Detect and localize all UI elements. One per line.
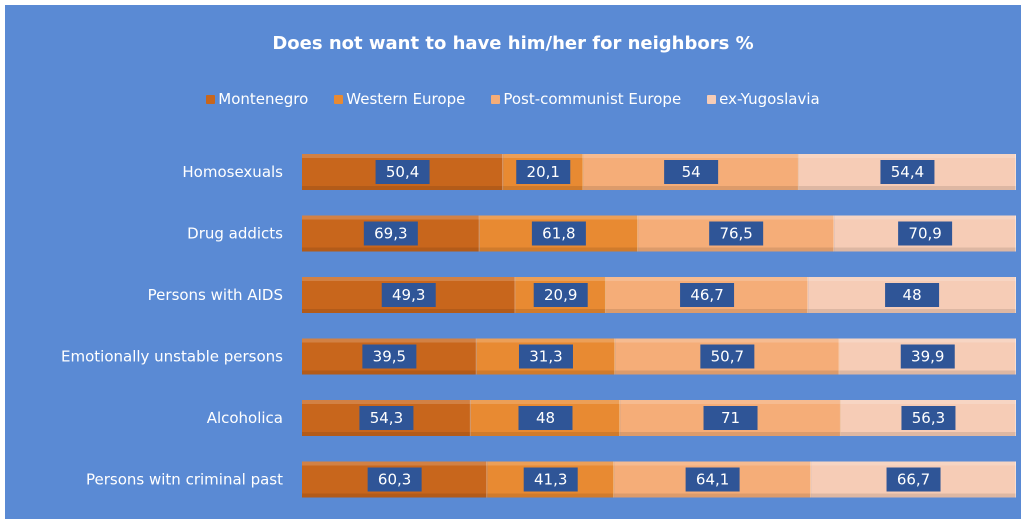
value-label-1-3: 70,9 xyxy=(908,225,941,243)
value-label-box-0-2 xyxy=(664,160,719,184)
value-label-box-5-2 xyxy=(685,467,740,492)
value-label-box-4-2 xyxy=(703,406,758,430)
value-label-5-2: 64,1 xyxy=(696,471,729,489)
value-label-3-0: 39,5 xyxy=(373,348,406,366)
value-label-4-0: 54,3 xyxy=(370,409,403,427)
value-label-box-0-1 xyxy=(516,160,571,184)
value-label-box-1-1 xyxy=(531,221,586,246)
value-label-box-3-1 xyxy=(518,344,573,369)
value-label-box-3-2 xyxy=(700,344,755,369)
legend-item-3: ex-Yugoslavia xyxy=(707,90,820,108)
legend-label-1: Western Europe xyxy=(346,90,466,108)
value-label-3-1: 31,3 xyxy=(529,348,562,366)
value-label-2-3: 48 xyxy=(903,286,922,304)
value-label-box-0-3 xyxy=(880,160,935,184)
value-label-box-2-3 xyxy=(885,283,940,307)
value-label-5-1: 41,3 xyxy=(534,471,567,489)
chart-legend: Montenegro Western Europe Post-communist E… xyxy=(5,90,1021,108)
value-label-2-0: 49,3 xyxy=(392,286,425,304)
legend-swatch-0 xyxy=(206,94,216,104)
value-label-box-3-0 xyxy=(362,344,417,369)
legend-label-2: Post-communist Europe xyxy=(503,90,682,108)
value-label-1-0: 69,3 xyxy=(374,225,407,243)
legend-item-2: Post-communist Europe xyxy=(491,90,681,108)
value-label-box-4-3 xyxy=(901,406,956,430)
legend-item-0: Montenegro xyxy=(206,90,308,108)
value-label-0-3: 54,4 xyxy=(891,163,924,181)
legend-swatch-1 xyxy=(334,94,344,104)
category-label-2: Persons with AIDS xyxy=(148,286,283,304)
category-label-0: Homosexuals xyxy=(182,163,283,181)
chart-title: Does not want to have him/her for neighb… xyxy=(272,33,754,54)
value-label-0-2: 54 xyxy=(682,163,701,181)
value-label-3-2: 50,7 xyxy=(711,348,744,366)
value-label-box-2-0 xyxy=(381,283,436,307)
value-label-5-0: 60,3 xyxy=(378,471,411,489)
value-label-box-0-0 xyxy=(375,160,430,184)
value-label-box-5-1 xyxy=(523,467,578,492)
legend-swatch-2 xyxy=(491,94,501,104)
value-label-box-2-2 xyxy=(680,283,735,307)
value-label-1-2: 76,5 xyxy=(719,225,752,243)
value-label-5-3: 66,7 xyxy=(897,471,930,489)
value-label-4-1: 48 xyxy=(536,409,555,427)
category-label-3: Emotionally unstable persons xyxy=(61,348,283,366)
legend-item-1: Western Europe xyxy=(334,90,465,108)
value-label-box-4-1 xyxy=(518,406,573,430)
value-label-4-3: 56,3 xyxy=(912,409,945,427)
legend-label-3: ex-Yugoslavia xyxy=(719,90,820,108)
value-label-3-3: 39,9 xyxy=(911,348,944,366)
value-label-4-2: 71 xyxy=(721,409,740,427)
value-label-2-1: 20,9 xyxy=(544,286,577,304)
value-label-2-2: 46,7 xyxy=(690,286,723,304)
value-label-box-3-3 xyxy=(900,344,955,369)
value-label-box-4-0 xyxy=(359,406,414,430)
legend-swatch-3 xyxy=(707,94,717,104)
category-label-4: Alcoholica xyxy=(207,409,283,427)
value-label-box-5-3 xyxy=(886,467,941,492)
value-label-box-2-1 xyxy=(533,283,588,307)
value-label-1-1: 61,8 xyxy=(542,225,575,243)
value-label-0-1: 20,1 xyxy=(527,163,560,181)
value-label-box-5-0 xyxy=(367,467,422,492)
value-label-box-1-0 xyxy=(363,221,418,246)
value-label-box-1-2 xyxy=(709,221,764,246)
value-label-0-0: 50,4 xyxy=(386,163,419,181)
legend-label-0: Montenegro xyxy=(218,90,309,108)
chart-area: Does not want to have him/her for neighb… xyxy=(5,5,1021,519)
category-label-5: Persons witn criminal past xyxy=(86,471,283,489)
category-label-1: Drug addicts xyxy=(187,225,283,243)
value-label-box-1-3 xyxy=(898,221,953,246)
